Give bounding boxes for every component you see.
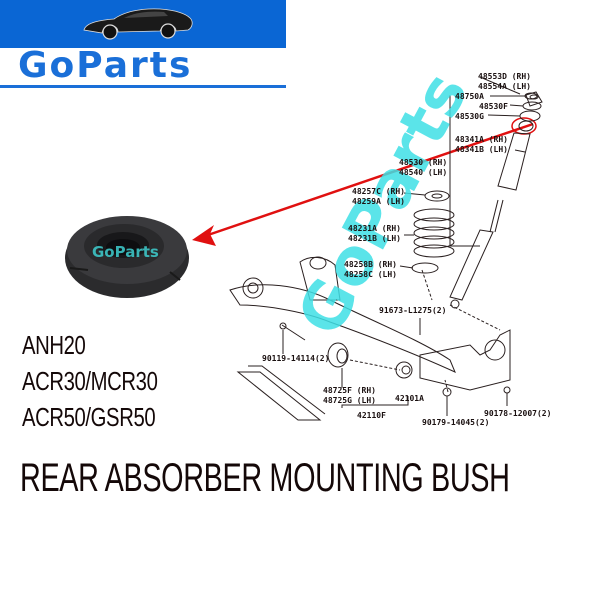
part-label: 90178-12007(2) <box>484 409 552 418</box>
part-label: 48554A (LH) <box>478 82 531 91</box>
part-label: 48341A (RH) <box>455 135 508 144</box>
brand-logo-text: GoParts <box>18 45 193 86</box>
part-label: 48530G <box>455 112 484 121</box>
part-label: 48750A <box>455 92 484 101</box>
part-label: 48553D (RH) <box>478 72 531 81</box>
part-label: 48231B (LH) <box>348 234 401 243</box>
logo-underline <box>0 85 286 88</box>
part-label: 42101A <box>395 394 424 403</box>
part-label: 91673-L1275(2) <box>379 306 447 315</box>
part-label: 48530F <box>479 102 508 111</box>
part-label: 48231A (RH) <box>348 224 401 233</box>
part-label: 48257C (RH) <box>352 187 405 196</box>
part-label: 48258B (RH) <box>344 260 397 269</box>
part-label: 48341B (LH) <box>455 145 508 154</box>
part-label: 48530 (RH) <box>399 158 448 167</box>
product-title: REAR ABSORBER MOUNTING BUSH <box>20 456 510 500</box>
model-code: ACR30/MCR30 <box>22 366 158 396</box>
part-label: 48258C (LH) <box>344 270 397 279</box>
part-label: 48725F (RH) <box>323 386 376 395</box>
part-label: 90119-14114(2) <box>262 354 330 363</box>
part-label: 48259A (LH) <box>352 197 405 206</box>
photo-watermark: GoParts <box>92 243 159 261</box>
part-label: 42110F <box>357 411 386 420</box>
sports-car-icon <box>83 8 193 40</box>
part-label: 48725G (LH) <box>323 396 376 405</box>
model-code: ACR50/GSR50 <box>22 402 156 432</box>
logo-banner <box>0 0 286 48</box>
model-code: ANH20 <box>22 330 86 360</box>
part-label: 90179-14045(2) <box>422 418 490 427</box>
part-label: 48540 (LH) <box>399 168 448 177</box>
